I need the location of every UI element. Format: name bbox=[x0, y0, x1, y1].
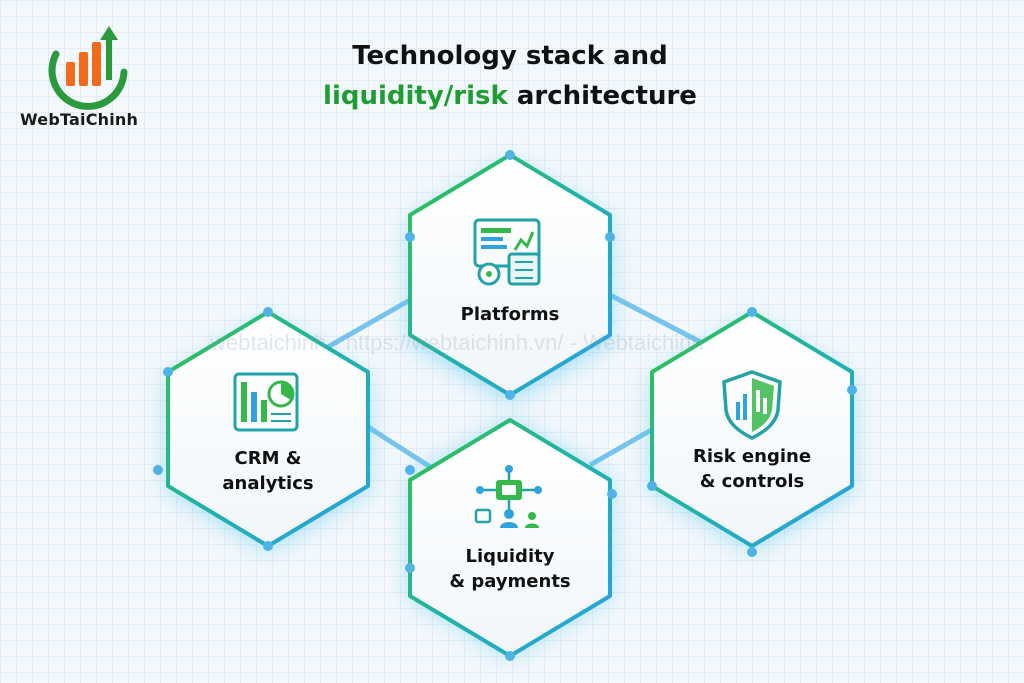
brand-logo: WebTaiChinh bbox=[20, 14, 160, 134]
node-risk bbox=[647, 307, 857, 557]
title-line-1: Technology stack and bbox=[352, 41, 668, 71]
label-crm-line-2: analytics bbox=[222, 473, 314, 494]
label-crm-line-1: CRM & bbox=[234, 448, 302, 469]
shield-icon bbox=[722, 370, 782, 440]
chart-growth-icon bbox=[48, 26, 128, 110]
label-liquidity: Liquidity & payments bbox=[420, 544, 600, 594]
label-risk-line-2: & controls bbox=[699, 471, 805, 492]
title-line-2: liquidity/risk architecture bbox=[250, 76, 770, 116]
analytics-icon bbox=[233, 372, 299, 432]
dashboard-icon bbox=[473, 218, 541, 286]
title-rest: architecture bbox=[507, 81, 697, 111]
page-title: Technology stack and liquidity/risk arch… bbox=[250, 36, 770, 116]
node-crm bbox=[153, 307, 370, 551]
label-crm: CRM & analytics bbox=[178, 446, 358, 496]
brand-name: WebTaiChinh bbox=[20, 110, 139, 129]
label-platforms: Platforms bbox=[460, 304, 560, 325]
network-icon bbox=[474, 465, 542, 528]
label-risk-line-1: Risk engine bbox=[692, 446, 812, 467]
watermark: webtaichinh - https://webtaichinh.vn/ - … bbox=[210, 330, 704, 355]
title-highlight: liquidity/risk bbox=[323, 81, 508, 111]
label-risk: Risk engine & controls bbox=[662, 444, 842, 494]
label-liquidity-line-2: & payments bbox=[449, 571, 571, 592]
node-liquidity bbox=[405, 418, 617, 661]
label-liquidity-line-1: Liquidity bbox=[465, 546, 555, 567]
node-platforms bbox=[405, 150, 615, 400]
